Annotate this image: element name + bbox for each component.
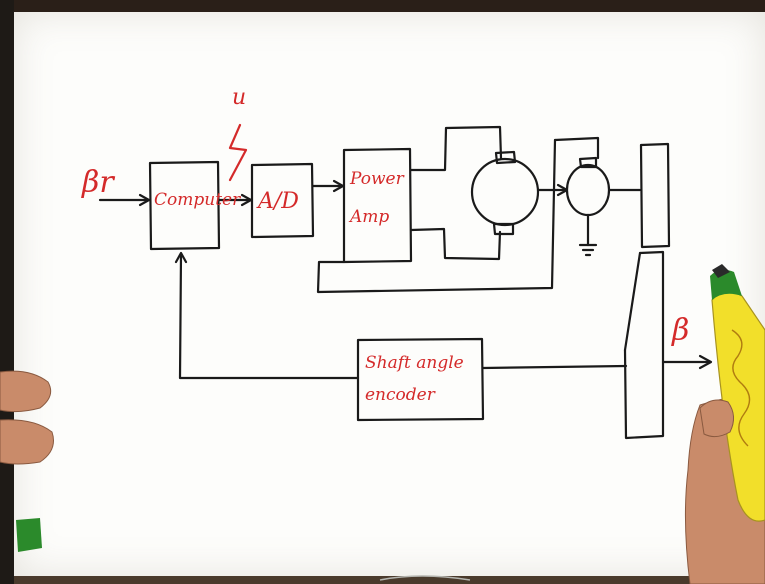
ground-symbol bbox=[580, 245, 596, 255]
paper-bottom-mark bbox=[380, 576, 470, 580]
motor-circle bbox=[472, 159, 538, 225]
power-amp-label-2: Amp bbox=[348, 207, 389, 227]
power-amp-block bbox=[344, 149, 411, 262]
input-label: βr bbox=[81, 165, 115, 200]
left-finger-upper bbox=[0, 371, 51, 411]
tacho-top-wire bbox=[555, 138, 598, 158]
output-label: β bbox=[671, 313, 689, 348]
encoder-label-2: encoder bbox=[365, 385, 436, 405]
computer-label: Computer bbox=[154, 190, 241, 210]
load-upper-block bbox=[641, 144, 669, 247]
green-marker-cap bbox=[16, 518, 42, 552]
motor-top-brush bbox=[496, 152, 515, 163]
disturbance-label: u bbox=[232, 85, 246, 110]
tacho-ellipse bbox=[567, 165, 609, 215]
left-edge-shadow bbox=[0, 0, 14, 584]
load-column-edge bbox=[625, 253, 640, 350]
left-finger-lower bbox=[0, 420, 54, 464]
encoder-label-1: Shaft angle bbox=[365, 353, 464, 373]
amp-to-motor-bottom-wire bbox=[411, 229, 500, 259]
top-edge-shadow bbox=[0, 0, 765, 12]
power-amp-label-1: Power bbox=[349, 169, 405, 189]
disturbance-lightning bbox=[230, 125, 246, 180]
load-lower-column bbox=[625, 252, 663, 438]
right-thumb bbox=[700, 400, 734, 437]
encoder-block bbox=[358, 339, 483, 420]
load-to-encoder-line bbox=[483, 366, 626, 368]
ad-label: A/D bbox=[256, 189, 299, 214]
encoder-to-computer-line bbox=[180, 254, 358, 378]
